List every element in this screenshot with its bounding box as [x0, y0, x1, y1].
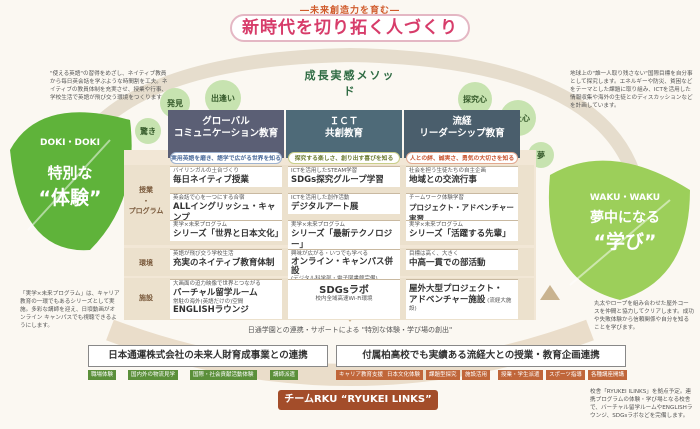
partner-box-nittsu: 日本通運株式会社の未来人財育成事業との連携 — [88, 345, 328, 367]
cell-head: ALLイングリッシュ・キャンプ — [173, 202, 276, 223]
column-head-leadership: 流経 リーダーシップ教育 — [404, 110, 520, 158]
cell-sub: 実学×未来プログラム — [291, 222, 345, 228]
cell-leadership-facility: 屋外大型プロジェクト・アドベンチャー施設 (流経大施設) — [406, 279, 518, 319]
pill-leadership: 人との絆、誠実さ、勇気の大切さを知る — [406, 152, 518, 164]
tag-rku-2: 日本文化体験 — [384, 370, 424, 380]
cell-note: 校内全域高速Wi-Fi環境 — [315, 296, 373, 302]
row-label-program-2: ・ — [142, 197, 150, 205]
cell-sub: バイリンガルの土台づくり — [173, 168, 240, 174]
cell-head: 充実のネイティブ教育体制 — [173, 258, 275, 268]
cell-leadership-3: 実学×未来プログラムシリーズ「活躍する先輩」 — [406, 220, 518, 241]
pill-ict: 探究する楽しさ、創り出す喜びを知る — [288, 152, 400, 164]
note-right-top: 地球上の"誰一人取り残さない"国際目標を自分事として探究します。エネルギーや防災… — [570, 71, 693, 109]
cell-sub: 実学×未来プログラム — [409, 222, 463, 228]
cell-sub-2: 常駐の海外(英語だけの)空間 — [173, 299, 244, 305]
cell-sub: ICTを活用した創作活動 — [291, 195, 350, 201]
partner-box-rku: 付属柏高校でも実績ある流経大との授業・教育企画連携 — [336, 345, 626, 367]
cell-head: SDGsラボ — [319, 285, 369, 296]
cell-ict-3: 実学×未来プログラムシリーズ「最新テクノロジー」 — [288, 220, 400, 252]
cell-leadership-env: 目標は高く、大きく中高一貫での部活動 — [406, 249, 518, 270]
cell-head: 毎日ネイティブ授業 — [173, 175, 249, 185]
support-text: 日通学園との連携・サポートによる "特別な体験・学び場の創出" — [247, 326, 453, 334]
tag-nittsu-2: 国内外の物流見学 — [128, 370, 179, 380]
row-label-facility: 施設 — [139, 294, 153, 302]
cell-head: 地域との交流行事 — [409, 175, 477, 185]
cell-global-env: 英語が飛び交う学校生活充実のネイティブ教育体制 — [170, 249, 282, 270]
tag-nittsu-4: 講師派遣 — [270, 370, 299, 380]
cell-sub: 英語が飛び交う学校生活 — [173, 251, 234, 257]
cell-head: プロジェクト・アドベンチャー実習 — [409, 203, 514, 223]
left-leaf-l1: 特別な — [47, 164, 93, 182]
cell-sub: ICTを活用したSTEAM学習 — [291, 168, 358, 174]
tagline: ―未来創造力を育む― — [299, 6, 400, 16]
cell-note: (流経大施設) — [409, 298, 512, 312]
cell-ict-facility: SDGsラボ校内全域高速Wi-Fi環境 — [288, 279, 400, 319]
note-right-bottom: 丸太やロープを組み合わせた屋外コースを仲間と協力してクリアします。成功や失敗体験… — [594, 301, 694, 331]
tag-rku-6: スポーツ指導 — [546, 370, 585, 380]
cell-sub: 目標は高く、大きく — [409, 251, 459, 257]
left-leaf: DOKI・DOKI 特別な “体験” — [20, 135, 120, 210]
cell-sub: 大画面の迫力映像で世界とつながる — [173, 281, 261, 287]
cell-head: デジタルアート展 — [291, 202, 359, 212]
cell-head: シリーズ「活躍する先輩」 — [409, 229, 511, 239]
note-left-top: "使える英語"の習得をめざし、ネイティブ教員から毎日英会話を学ぶような時間割を工… — [50, 71, 168, 101]
tag-nittsu-1: 職場体験 — [88, 370, 117, 380]
cell-head-2: アドベンチャー施設 — [409, 295, 486, 305]
cell-global-facility: 大画面の迫力映像で世界とつながるバーチャル留学ルーム常駐の海外(英語だけの)空間… — [170, 279, 282, 319]
row-label-env: 環境 — [139, 259, 153, 267]
left-leaf-top: DOKI・DOKI — [40, 138, 100, 148]
cell-head: 屋外大型プロジェクト・ — [409, 284, 503, 294]
tag-rku-7: 各種講座開講 — [588, 370, 628, 380]
cell-head: 中高一貫での部活動 — [409, 258, 486, 268]
note-left-bottom: 「実学×未来プログラム」は、キャリア教育の一環でもあるシリーズとして実施。多彩な… — [20, 291, 120, 329]
right-leaf-l1: 夢中になる — [590, 210, 660, 226]
tag-rku-5: 授業・学生派遣 — [498, 370, 543, 380]
cell-global-3: 実学×未来プログラムシリーズ「世界と日本文化」 — [170, 220, 284, 241]
team-rku-banner: チームRKU “RYUKEI LINKS” — [278, 390, 438, 410]
cell-head-2: ENGLISHラウンジ — [173, 305, 249, 315]
pill-global: 実用英語を磨き、語学で広がる世界を知る — [170, 152, 282, 164]
cell-sub: 社会を担う生徒たちの自主企画 — [409, 168, 487, 174]
cell-head: オンライン・キャンパス併設 — [291, 257, 394, 276]
cell-ict-env: 興味が広がる・いつでも学べるオンライン・キャンパス併設(デジタル科学部・電子図書… — [288, 249, 400, 284]
row-label-program-1: 授業 — [139, 186, 153, 194]
cell-head: シリーズ「世界と日本文化」 — [173, 229, 284, 239]
row-label-program-3: プログラム — [128, 207, 164, 215]
cell-sub: 実学×未来プログラム — [173, 222, 227, 228]
cell-sub: 興味が広がる・いつでも学べる — [291, 251, 369, 257]
bubble-surprise: 驚き — [135, 118, 161, 144]
tag-rku-1: キャリア教育支援 — [336, 370, 387, 380]
left-leaf-l2: “体験” — [38, 187, 102, 209]
cell-head: シリーズ「最新テクノロジー」 — [291, 229, 393, 250]
cell-head: バーチャル留学ルーム — [173, 288, 258, 298]
right-leaf: WAKU・WAKU 夢中になる “学び” — [565, 190, 685, 254]
cell-sub: チームワーク体験学習 — [409, 195, 464, 201]
right-leaf-top: WAKU・WAKU — [589, 193, 661, 203]
page-title: 新時代を切り拓く人づくり — [230, 14, 470, 42]
cell-sub: 英会話で心を一つにする合宿 — [173, 195, 245, 201]
tag-rku-3: 課題型探究 — [426, 370, 460, 380]
right-leaf-l2: “学び” — [593, 231, 657, 253]
cell-leadership-1: 社会を担う生徒たちの自主企画地域との交流行事 — [406, 166, 518, 187]
note-bottom-right: 校舎「RYUKEI ILINKS」を拠点予定。連携プログラムの体験・学び場となる… — [590, 389, 693, 419]
tag-nittsu-3: 国際・社会貢献活動体験 — [190, 370, 257, 380]
cell-leadership-2: チームワーク体験学習プロジェクト・アドベンチャー実習 — [406, 193, 518, 225]
column-head-ict: ＩＣＴ 共創教育 — [286, 110, 402, 158]
cell-ict-2: ICTを活用した創作活動デジタルアート展 — [288, 193, 400, 214]
tag-rku-4: 施設活用 — [462, 370, 491, 380]
cell-global-1: バイリンガルの土台づくり毎日ネイティブ授業 — [170, 166, 282, 187]
method-label: 成長実感メソッド — [304, 69, 396, 98]
column-head-global: グローバル コミュニケーション教育 — [168, 110, 284, 158]
cell-head: SDGs探究グループ学習 — [291, 175, 384, 185]
